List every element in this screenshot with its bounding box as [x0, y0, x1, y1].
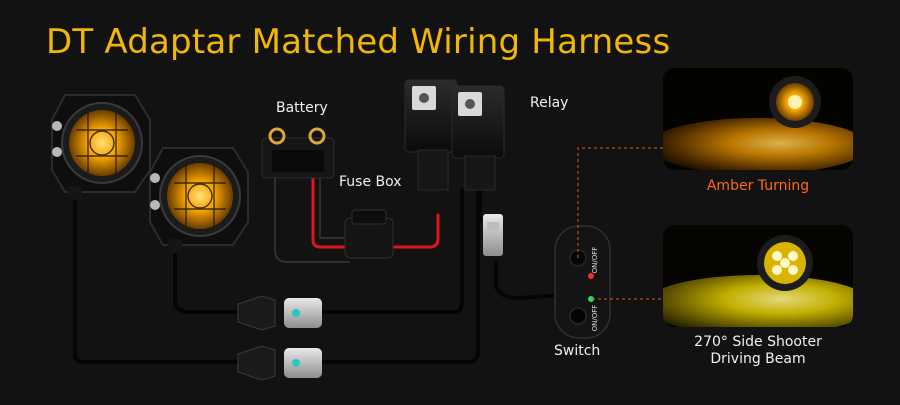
harness-wires [73, 178, 562, 364]
light-pod-1 [51, 94, 151, 200]
relay-label: Relay [530, 95, 569, 111]
amber-mode-label: Amber Turning [706, 178, 810, 194]
battery-label: Battery [276, 100, 328, 116]
battery-connector [261, 127, 335, 179]
amber-mode-photo [663, 68, 853, 170]
fuse-box [344, 209, 394, 259]
switch-label-bottom: ON/OFF [591, 305, 599, 332]
switch-plug [483, 214, 503, 256]
driving-beam-photo [663, 225, 853, 327]
thin-wires [274, 150, 350, 263]
driving-beam-label-line1: 270° Side Shooter [694, 334, 822, 350]
red-wire [311, 158, 440, 249]
relay-1 [404, 79, 458, 191]
driving-beam-label: 270° Side Shooter Driving Beam [663, 334, 853, 368]
driving-beam-label-line2: Driving Beam [710, 351, 806, 367]
switch-label-top: ON/OFF [591, 247, 599, 274]
dt-connector-pair-2 [237, 345, 322, 381]
callout-lines [577, 147, 663, 300]
switch-label: Switch [554, 343, 601, 359]
page-title: DT Adaptar Matched Wiring Harness [46, 22, 671, 62]
rocker-switch-panel: ON/OFF ON/OFF [554, 225, 611, 339]
light-pod-2 [149, 147, 249, 253]
relay-2 [451, 85, 505, 191]
dt-connector-pair-1 [237, 295, 322, 331]
fuse-box-label: Fuse Box [339, 174, 402, 190]
